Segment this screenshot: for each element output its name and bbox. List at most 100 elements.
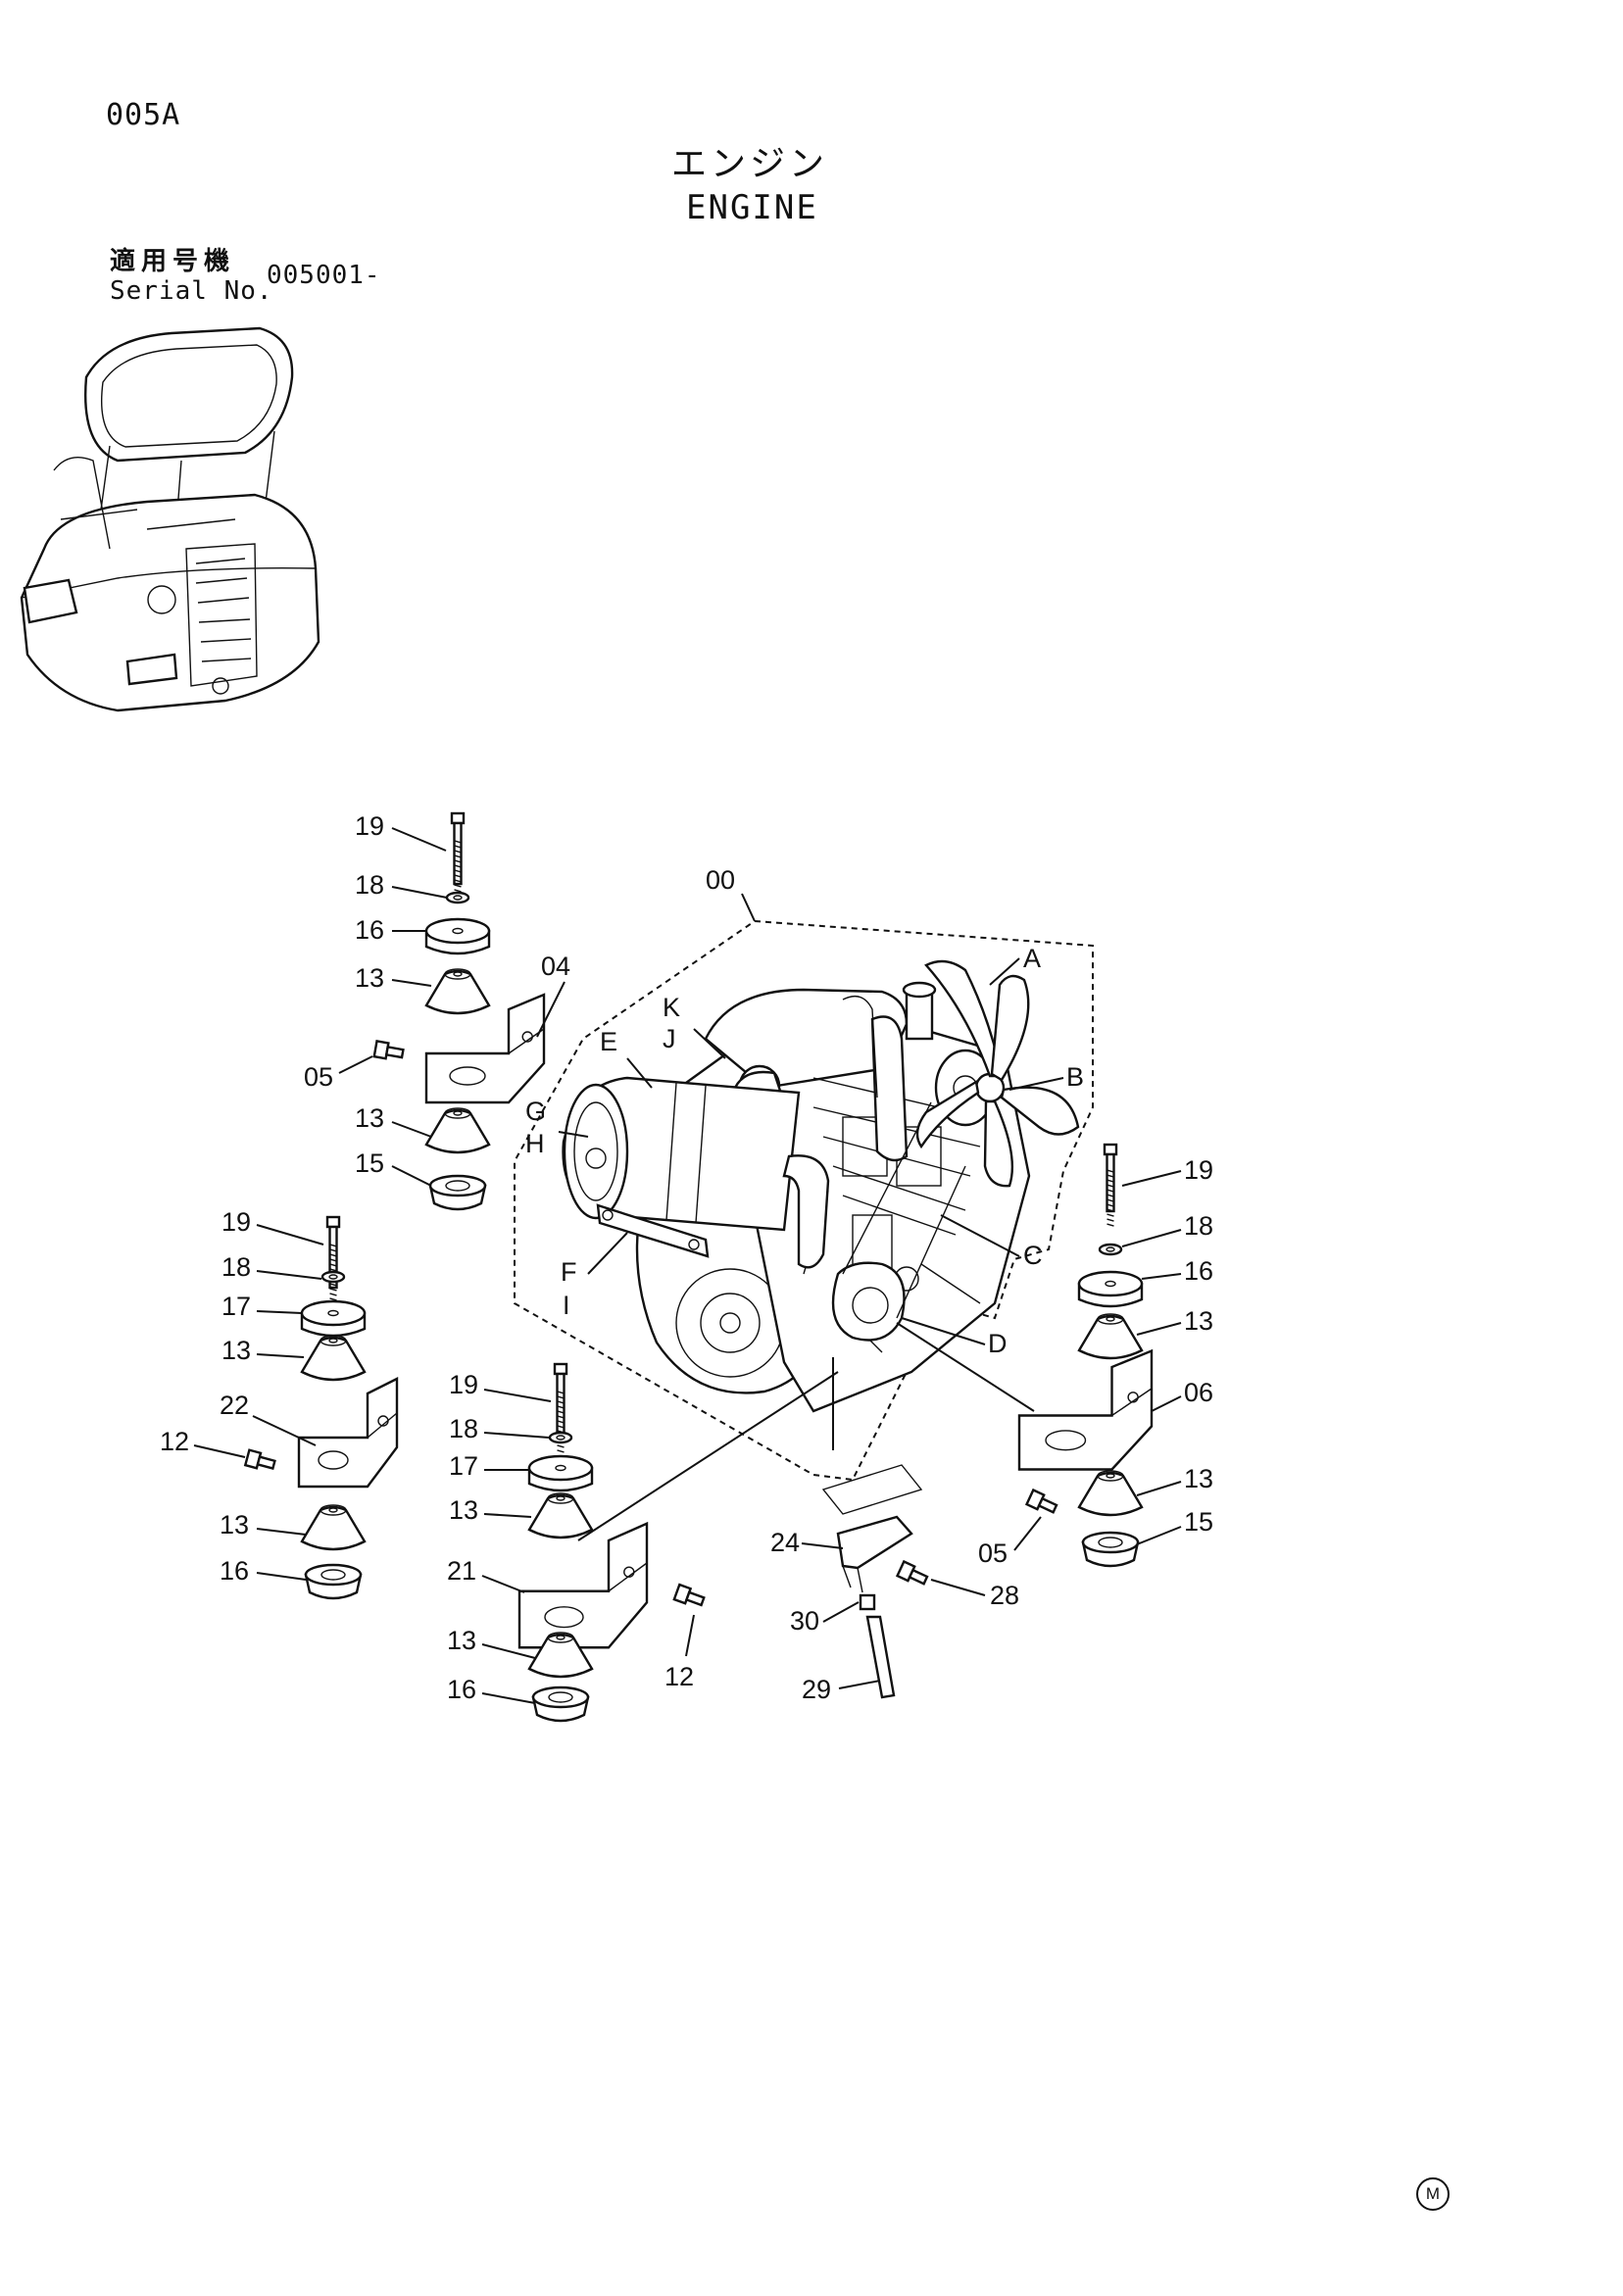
leader-line (252, 1415, 317, 1446)
callout-18: 18 (355, 870, 384, 900)
callout-29: 29 (802, 1675, 831, 1704)
machine-location-thumbnail (20, 326, 320, 712)
callout-19: 19 (1184, 1155, 1213, 1185)
muffler (562, 1076, 830, 1269)
callout-19: 19 (221, 1207, 251, 1237)
leader-line (1136, 1322, 1182, 1336)
spacer-plate (424, 917, 491, 955)
leader-line (338, 1055, 373, 1074)
washer (1098, 1243, 1123, 1256)
leader-line (558, 1131, 589, 1138)
mount-parts (243, 811, 1154, 1723)
leader-line (256, 1353, 305, 1358)
leader-line (822, 1601, 860, 1623)
leader-line (1013, 1516, 1042, 1551)
callout-18: 18 (1184, 1211, 1213, 1241)
leader-line (693, 1028, 726, 1059)
callout-19: 19 (449, 1370, 478, 1399)
cone-mount (424, 968, 491, 1015)
callout-15: 15 (1184, 1507, 1213, 1537)
page-title: ENGINE (686, 188, 818, 227)
leader-line (483, 1513, 532, 1518)
callout-05: 05 (978, 1539, 1008, 1568)
mount-bracket-04 (424, 993, 546, 1104)
callout-17: 17 (449, 1451, 478, 1481)
leader-lines (193, 827, 1182, 1704)
callout-16: 16 (1184, 1256, 1213, 1286)
cone-mount (424, 1107, 491, 1154)
leader-line (483, 1432, 550, 1439)
callout-30: 30 (790, 1606, 819, 1636)
callout-12: 12 (160, 1427, 189, 1456)
leader-line (256, 1270, 322, 1280)
grommet (859, 1593, 876, 1611)
callout-13: 13 (355, 1103, 384, 1133)
serial-label-japanese: 適用号機 (110, 247, 236, 276)
dipstick-tube (865, 1615, 896, 1699)
cone-mount (300, 1335, 367, 1382)
leader-line (587, 1232, 628, 1275)
callout-C: C (1023, 1241, 1043, 1270)
callout-K: K (663, 993, 680, 1022)
leader-line (256, 1528, 307, 1536)
callout-H: H (525, 1129, 545, 1158)
leader-line (391, 979, 432, 987)
hex-bolt (672, 1583, 706, 1607)
callout-16: 16 (355, 915, 384, 945)
bolt (450, 811, 466, 903)
callout-13: 13 (447, 1626, 476, 1655)
leader-line (1151, 1395, 1182, 1412)
leader-line (1141, 1273, 1182, 1280)
leader-line (481, 1643, 536, 1659)
callout-F: F (561, 1257, 577, 1287)
mount-cup (428, 1174, 487, 1211)
callout-16: 16 (220, 1556, 249, 1586)
cone-mount (527, 1632, 594, 1679)
cone-mount (1077, 1313, 1144, 1360)
leader-line (1121, 1229, 1182, 1247)
page-code: 005A (106, 98, 181, 132)
callout-13: 13 (1184, 1464, 1213, 1493)
leader-line (256, 1572, 307, 1581)
callout-16: 16 (447, 1675, 476, 1704)
leader-line (1136, 1526, 1182, 1545)
callout-28: 28 (990, 1581, 1019, 1610)
callout-labels: 19 18 16 13 04 05 13 15 19 18 17 13 22 1… (160, 811, 1213, 1704)
callout-06: 06 (1184, 1378, 1213, 1407)
hex-bolt (372, 1039, 405, 1060)
callout-18: 18 (221, 1252, 251, 1282)
callout-00: 00 (706, 865, 735, 895)
leader-line (930, 1579, 986, 1596)
cone-mount (527, 1492, 594, 1539)
spacer-plate (300, 1299, 367, 1338)
dipstick-guide (821, 1464, 923, 1593)
leader-line (1121, 1170, 1182, 1187)
callout-13: 13 (221, 1336, 251, 1365)
mount-cup (304, 1563, 363, 1600)
leader-line (391, 886, 448, 899)
leader-line (481, 1692, 536, 1704)
hex-bolt (895, 1559, 929, 1586)
leader-line (989, 957, 1020, 986)
callout-12: 12 (664, 1662, 694, 1691)
leader-line (1136, 1481, 1182, 1496)
leader-line (940, 1214, 1020, 1257)
bolt (553, 1362, 568, 1453)
leader-line (577, 1371, 839, 1541)
page-title-japanese: エンジン (671, 144, 829, 184)
callout-22: 22 (220, 1391, 249, 1420)
washer (445, 891, 470, 904)
callout-B: B (1066, 1062, 1084, 1092)
leader-line (193, 1444, 246, 1458)
bolt (325, 1215, 341, 1306)
mount-bracket-22 (297, 1377, 399, 1489)
callout-19: 19 (355, 811, 384, 841)
serial-label: Serial No. (110, 276, 273, 306)
leader-line (256, 1224, 324, 1246)
hex-bolt (1024, 1488, 1058, 1514)
callout-04: 04 (541, 952, 570, 981)
leader-line (741, 893, 756, 922)
leader-line (256, 1310, 303, 1314)
callout-15: 15 (355, 1148, 384, 1178)
